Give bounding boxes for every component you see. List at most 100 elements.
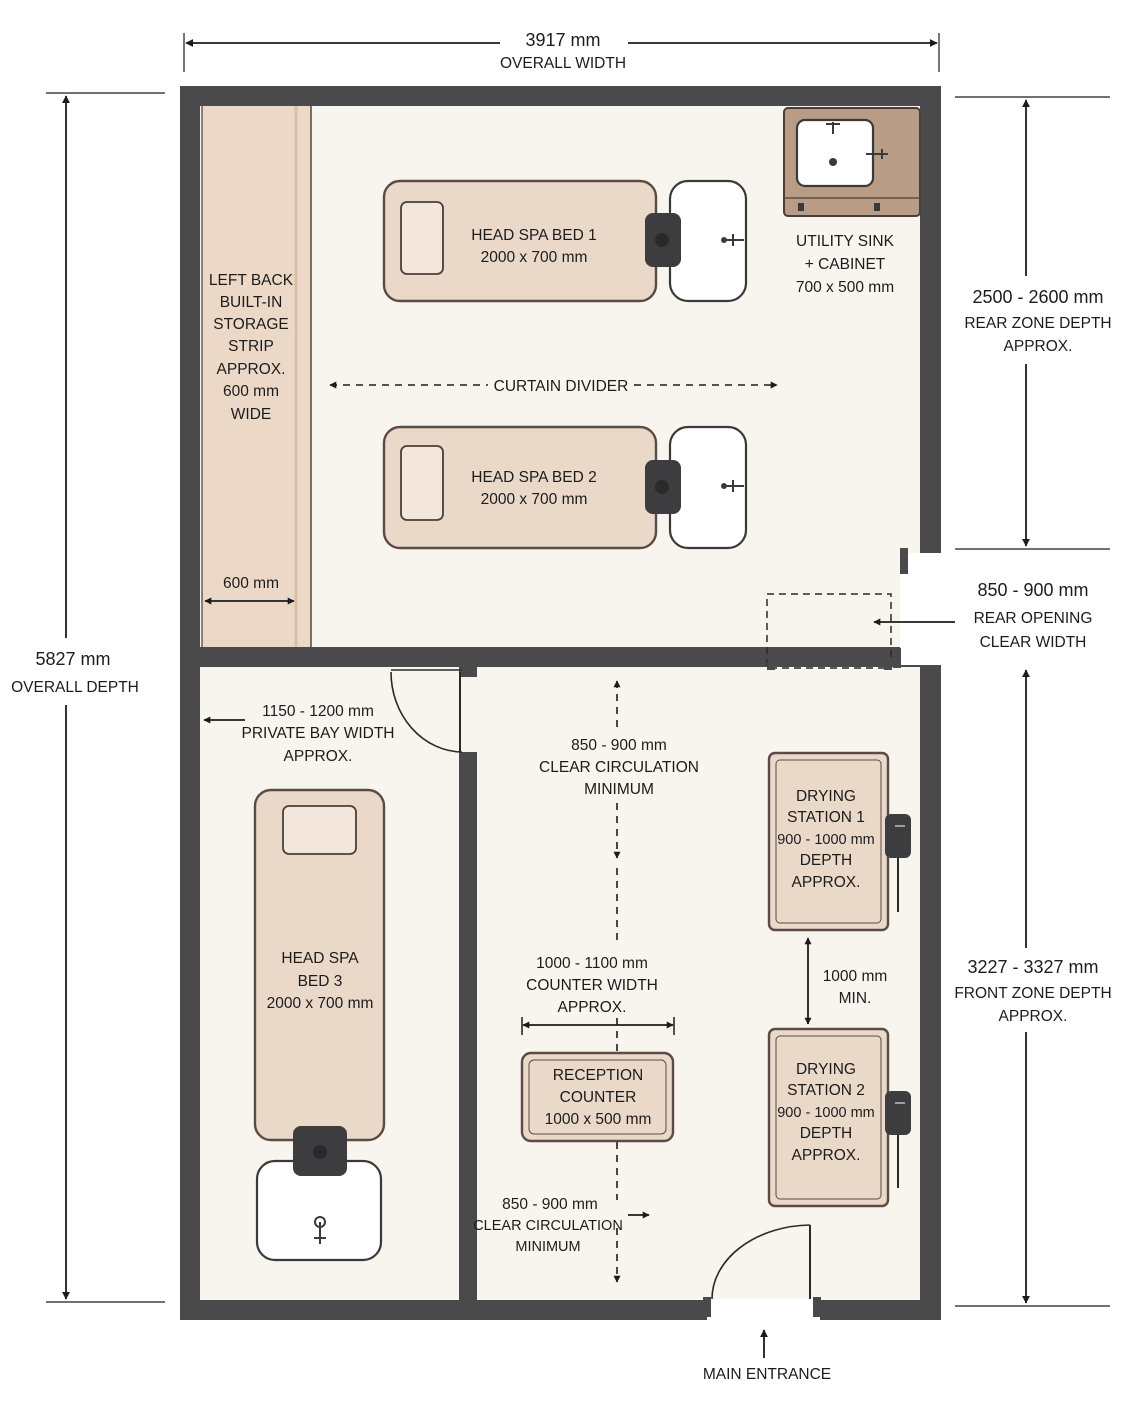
bed-3-label: HEAD SPA BED 3 2000 x 700 mm xyxy=(267,950,374,1012)
svg-text:900 - 1000 mm: 900 - 1000 mm xyxy=(777,832,875,848)
svg-text:FRONT ZONE DEPTH: FRONT ZONE DEPTH xyxy=(954,985,1111,1002)
svg-text:BED 3: BED 3 xyxy=(298,973,343,990)
svg-text:APPROX.: APPROX. xyxy=(999,1008,1068,1025)
storage-strip xyxy=(201,106,312,647)
svg-text:COUNTER: COUNTER xyxy=(560,1089,637,1106)
svg-text:MIN.: MIN. xyxy=(839,990,872,1007)
svg-text:DRYING: DRYING xyxy=(796,1061,856,1078)
svg-text:900 - 1000 mm: 900 - 1000 mm xyxy=(777,1105,875,1121)
svg-text:5827 mm: 5827 mm xyxy=(35,649,110,669)
front-zone-dimension: 3227 - 3327 mm FRONT ZONE DEPTH APPROX. xyxy=(954,669,1112,1307)
svg-text:CLEAR CIRCULATION: CLEAR CIRCULATION xyxy=(539,759,699,776)
svg-text:600 mm: 600 mm xyxy=(223,575,279,592)
private-bay-partition-top xyxy=(459,665,477,677)
storage-label: LEFT BACK BUILT-IN STORAGE STRIP APPROX.… xyxy=(209,272,294,423)
svg-text:850 - 900 mm: 850 - 900 mm xyxy=(571,737,667,754)
svg-text:850 - 900 mm: 850 - 900 mm xyxy=(502,1196,598,1213)
reception-counter xyxy=(520,1051,675,1143)
drying-station-1 xyxy=(767,751,911,932)
svg-text:1000 - 1100 mm: 1000 - 1100 mm xyxy=(536,955,648,972)
overall-depth-dimension: 5827 mm OVERALL DEPTH xyxy=(11,92,165,1303)
circulation-top-label: 850 - 900 mm CLEAR CIRCULATION MINIMUM xyxy=(539,737,699,798)
storage-line-7: WIDE xyxy=(231,406,271,423)
drying-station-2 xyxy=(767,1027,911,1208)
utility-label: UTILITY SINK + CABINET 700 x 500 mm xyxy=(796,233,895,296)
rear-opening-jamb xyxy=(900,548,908,574)
svg-text:RECEPTION: RECEPTION xyxy=(553,1067,643,1084)
svg-text:2000 x 700 mm: 2000 x 700 mm xyxy=(481,491,588,508)
private-bay-door xyxy=(390,669,463,753)
svg-text:MINIMUM: MINIMUM xyxy=(584,781,654,798)
overall-width-dimension: 3917 mm OVERALL WIDTH xyxy=(183,30,940,72)
svg-text:3917 mm: 3917 mm xyxy=(525,30,600,50)
svg-text:DEPTH: DEPTH xyxy=(800,1125,853,1142)
head-spa-bed-3 xyxy=(253,788,386,1262)
svg-text:MINIMUM: MINIMUM xyxy=(515,1239,580,1255)
drying-1-label: DRYING STATION 1 900 - 1000 mm DEPTH APP… xyxy=(777,788,875,891)
circulation-bottom-label: 850 - 900 mm CLEAR CIRCULATION MINIMUM xyxy=(473,1196,650,1255)
bed-1-label: HEAD SPA BED 1 2000 x 700 mm xyxy=(471,227,596,266)
entrance-jamb-left xyxy=(703,1297,711,1317)
utility-sink-cabinet xyxy=(783,107,921,217)
head-spa-bed-2 xyxy=(382,425,748,550)
rear-opening-dimension: 850 - 900 mm REAR OPENING CLEAR WIDTH xyxy=(974,580,1093,651)
curtain-divider: CURTAIN DIVIDER xyxy=(329,378,778,395)
drying-gap-dimension: 1000 mm MIN. xyxy=(804,937,888,1025)
counter-width-dimension: 1000 - 1100 mm COUNTER WIDTH APPROX. xyxy=(521,955,675,1035)
rear-opening xyxy=(766,593,955,670)
storage-line-2: BUILT-IN xyxy=(220,294,283,311)
svg-text:DRYING: DRYING xyxy=(796,788,856,805)
svg-text:DEPTH: DEPTH xyxy=(800,852,853,869)
svg-text:CLEAR CIRCULATION: CLEAR CIRCULATION xyxy=(473,1218,623,1234)
storage-line-6: 600 mm xyxy=(223,383,279,400)
main-entrance-label: MAIN ENTRANCE xyxy=(703,1366,831,1383)
svg-text:850 - 900 mm: 850 - 900 mm xyxy=(977,580,1088,600)
storage-line-1: LEFT BACK xyxy=(209,272,294,289)
svg-text:OVERALL WIDTH: OVERALL WIDTH xyxy=(500,55,626,72)
storage-line-5: APPROX. xyxy=(217,361,286,378)
storage-width-dimension: 600 mm xyxy=(204,575,295,605)
entrance-jamb-right xyxy=(813,1297,821,1317)
entrance-gap xyxy=(707,1299,820,1321)
svg-text:APPROX.: APPROX. xyxy=(558,999,627,1016)
svg-text:700 x 500 mm: 700 x 500 mm xyxy=(796,279,894,296)
svg-text:1000 x 500 mm: 1000 x 500 mm xyxy=(545,1111,652,1128)
svg-text:HEAD SPA: HEAD SPA xyxy=(281,950,359,967)
rear-zone-dimension: 2500 - 2600 mm REAR ZONE DEPTH APPROX. xyxy=(955,96,1112,550)
svg-text:2000 x 700 mm: 2000 x 700 mm xyxy=(481,249,588,266)
svg-text:HEAD SPA BED 2: HEAD SPA BED 2 xyxy=(471,469,596,486)
svg-text:REAR ZONE DEPTH: REAR ZONE DEPTH xyxy=(964,315,1111,332)
svg-text:1000 mm: 1000 mm xyxy=(823,968,888,985)
storage-line-3: STORAGE xyxy=(213,316,289,333)
svg-text:REAR OPENING: REAR OPENING xyxy=(974,610,1093,627)
svg-text:CLEAR WIDTH: CLEAR WIDTH xyxy=(980,634,1087,651)
svg-text:PRIVATE BAY WIDTH: PRIVATE BAY WIDTH xyxy=(241,725,394,742)
curtain-divider-label: CURTAIN DIVIDER xyxy=(494,378,629,395)
svg-text:UTILITY SINK: UTILITY SINK xyxy=(796,233,895,250)
svg-text:+ CABINET: + CABINET xyxy=(805,256,886,273)
private-bay-width-dimension: 1150 - 1200 mm PRIVATE BAY WIDTH APPROX. xyxy=(203,703,395,765)
svg-text:STATION 2: STATION 2 xyxy=(787,1082,865,1099)
svg-text:2000 x 700 mm: 2000 x 700 mm xyxy=(267,995,374,1012)
reception-label: RECEPTION COUNTER 1000 x 500 mm xyxy=(545,1067,652,1128)
svg-text:APPROX.: APPROX. xyxy=(792,874,861,891)
main-entrance: MAIN ENTRANCE xyxy=(703,1329,831,1383)
head-spa-bed-1 xyxy=(382,179,748,303)
svg-text:STATION 1: STATION 1 xyxy=(787,809,865,826)
svg-text:3227 - 3327 mm: 3227 - 3327 mm xyxy=(967,957,1098,977)
svg-text:2500 - 2600 mm: 2500 - 2600 mm xyxy=(972,287,1103,307)
private-bay-partition xyxy=(459,752,477,1302)
bed-2-label: HEAD SPA BED 2 2000 x 700 mm xyxy=(471,469,596,508)
storage-line-4: STRIP xyxy=(228,338,274,355)
svg-text:HEAD SPA BED 1: HEAD SPA BED 1 xyxy=(471,227,596,244)
svg-text:APPROX.: APPROX. xyxy=(792,1147,861,1164)
svg-text:APPROX.: APPROX. xyxy=(284,748,353,765)
svg-text:1150 - 1200 mm: 1150 - 1200 mm xyxy=(262,703,374,720)
drying-2-label: DRYING STATION 2 900 - 1000 mm DEPTH APP… xyxy=(777,1061,875,1164)
main-entrance-door xyxy=(711,1224,811,1300)
rear-opening-jamb-2 xyxy=(893,648,901,668)
svg-text:APPROX.: APPROX. xyxy=(1004,338,1073,355)
svg-text:OVERALL DEPTH: OVERALL DEPTH xyxy=(11,679,139,696)
svg-text:COUNTER WIDTH: COUNTER WIDTH xyxy=(526,977,658,994)
